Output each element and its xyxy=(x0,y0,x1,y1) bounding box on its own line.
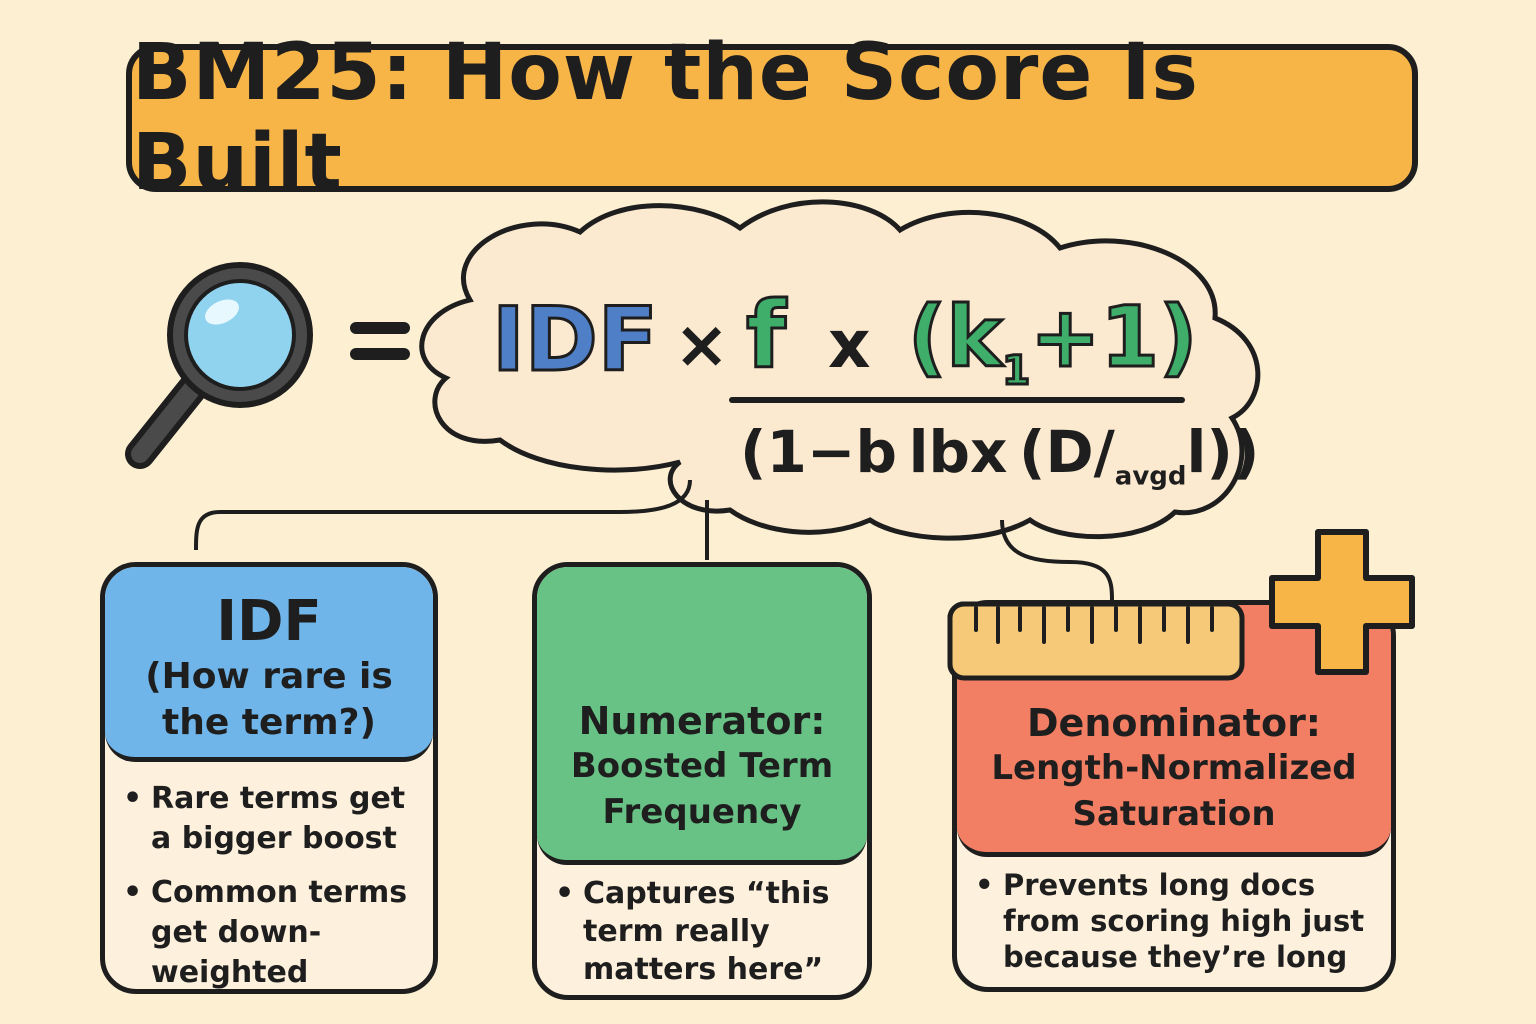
idf-card: IDF (How rare is the term?) Rare terms g… xyxy=(100,562,438,994)
denominator-bullet-list: Prevents long docs from scoring high jus… xyxy=(975,867,1379,975)
numerator-card-subheading: Boosted Term Frequency xyxy=(570,746,834,832)
formula-numerator-sub: 1 xyxy=(1001,346,1032,395)
page-title: BM25: How the Score Is Built xyxy=(132,28,1199,208)
numerator-card-heading: Numerator: xyxy=(578,699,826,743)
formula-numerator: (k1+1) xyxy=(906,287,1199,396)
idf-bullet-list: Rare terms get a bigger boost Common ter… xyxy=(123,779,421,989)
list-item: Rare terms get a bigger boost xyxy=(123,779,421,859)
list-item: Captures “this term really matters here” xyxy=(555,875,855,989)
formula-denominator-close: l)) xyxy=(1186,418,1260,486)
formula-times-1: × xyxy=(674,306,730,383)
connector-idf xyxy=(194,479,692,551)
title-banner: BM25: How the Score Is Built xyxy=(126,28,1418,208)
idf-card-header: IDF (How rare is the term?) xyxy=(105,567,433,762)
formula-f: f xyxy=(744,281,787,391)
denominator-card-header: Denominator: Length-Normalized Saturatio… xyxy=(957,605,1391,857)
list-item: Common terms get down-weighted xyxy=(123,873,421,989)
formula-denominator: (1−b lbx (D/avgdl)) xyxy=(740,418,1259,492)
numerator-card: Numerator: Boosted Term Frequency Captur… xyxy=(532,562,872,1000)
denominator-card-subheading: Length-Normalized Saturation xyxy=(991,748,1357,834)
formula-times-2: x xyxy=(828,306,871,383)
idf-card-heading: IDF xyxy=(216,589,322,654)
denominator-card: Denominator: Length-Normalized Saturatio… xyxy=(952,600,1396,992)
numerator-card-header: Numerator: Boosted Term Frequency xyxy=(537,567,867,865)
numerator-bullet-list: Captures “this term really matters here” xyxy=(555,875,855,989)
list-item: Prevents long docs from scoring high jus… xyxy=(975,867,1379,975)
idf-card-subheading: (How rare is the term?) xyxy=(145,656,393,743)
formula-denominator-sub: avgd xyxy=(1114,461,1187,492)
formula-denominator-main: (1−b lbx (D/ xyxy=(740,418,1115,486)
formula-numerator-open: (k xyxy=(906,287,1003,388)
formula-cloud xyxy=(419,199,1261,541)
denominator-card-heading: Denominator: xyxy=(1027,701,1321,745)
connector-denominator xyxy=(1000,519,1114,601)
formula-numerator-close: +1) xyxy=(1029,287,1199,388)
magnifying-glass-icon xyxy=(125,262,313,469)
formula-idf: IDF xyxy=(491,287,660,393)
